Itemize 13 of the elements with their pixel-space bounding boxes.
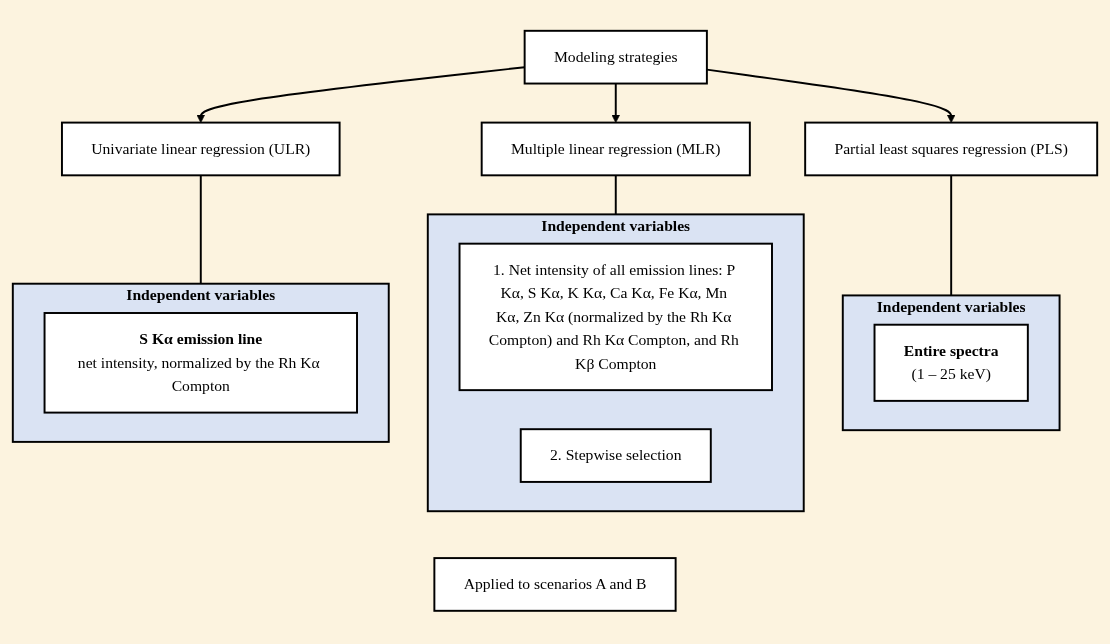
node-box: S Kα emission line net intensity, normalized by the Rh Kα Compton — [43, 312, 358, 414]
connector — [614, 174, 617, 216]
node-box: Partial least squares regression (PLS) — [804, 121, 1099, 177]
node-box: 1. Net intensity of all emission lines: P Kα, S Kα, K Kα, Ca Kα, Fe Kα, Mn Kα, Zn Kα (normalized by the Rh Kα Compton) and Rh Kα Compton, and Rh Kβ Compton — [458, 242, 773, 392]
node-box: Univariate linear regression (ULR) — [60, 121, 341, 177]
connector — [950, 174, 953, 297]
node-box: Multiple linear regression (MLR) — [480, 121, 751, 177]
node-box: 2. Stepwise selection — [519, 428, 712, 484]
node-box: Modeling strategies — [523, 30, 708, 85]
arrow — [611, 82, 621, 124]
connector — [199, 174, 202, 285]
node-box: Entire spectra (1 – 25 keV) — [873, 323, 1029, 403]
node-box: Applied to scenarios A and B — [433, 557, 677, 612]
